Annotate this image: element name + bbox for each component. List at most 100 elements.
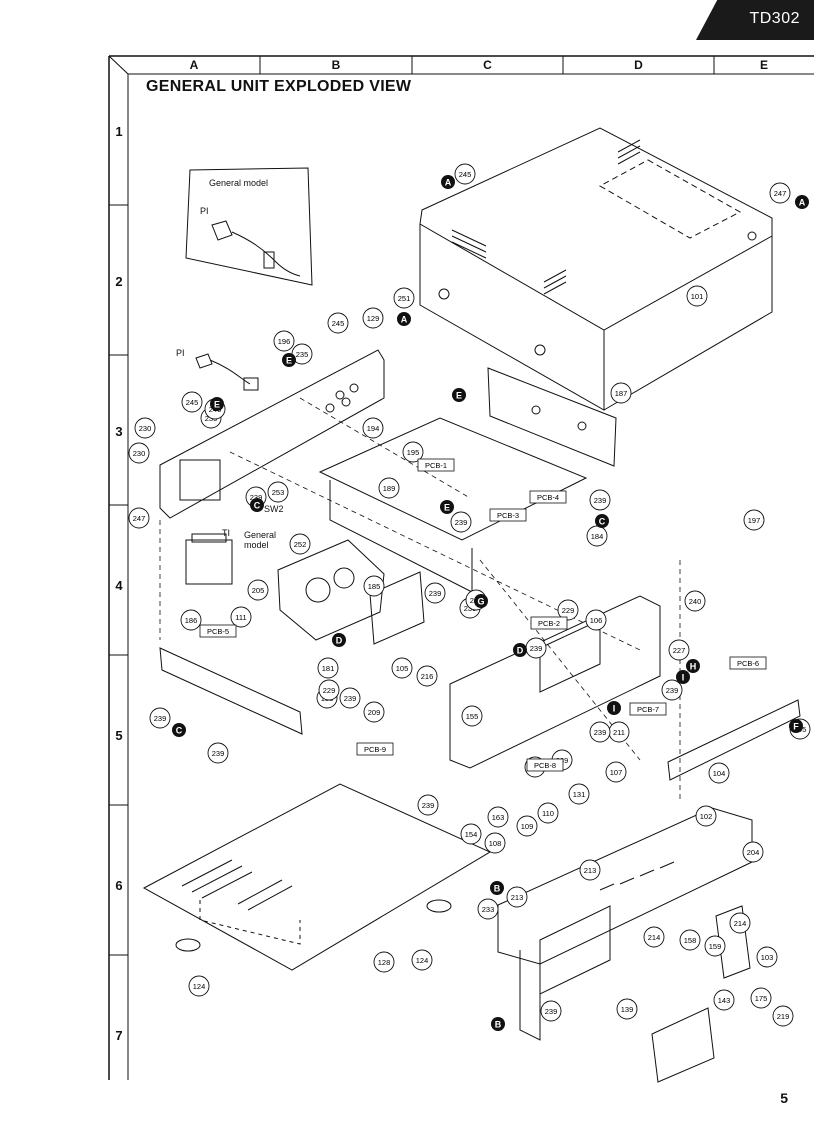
part-callout-circle <box>684 590 706 612</box>
part-callout-number: 189 <box>383 484 396 493</box>
part-callout-number: 229 <box>323 686 336 695</box>
right-panel-hole-2 <box>577 421 587 431</box>
part-callout-circle <box>477 898 499 920</box>
part-callout-number: 143 <box>718 996 731 1005</box>
rear-panel <box>159 349 385 519</box>
inset-general-model-label: General model <box>209 178 269 188</box>
part-callout-number: 227 <box>673 646 686 655</box>
power-cord-bushing <box>243 377 259 391</box>
marker-c: C <box>595 514 609 528</box>
pcb-tag-box <box>729 656 767 670</box>
column-header-b: B <box>331 58 341 72</box>
pcb-tag-text: PCB-6 <box>737 659 759 668</box>
part-callout-143: 143 <box>713 989 735 1011</box>
part-callout-circle <box>362 307 384 329</box>
part-callout-239: 239 <box>661 679 683 701</box>
marker-a: A <box>795 195 809 209</box>
part-callout-number: 158 <box>684 936 697 945</box>
marker-letter: A <box>401 315 408 325</box>
marker-circle <box>795 195 809 209</box>
part-callout-196: 196 <box>273 330 295 352</box>
front-panel-lower <box>519 950 541 1041</box>
part-callout-number: 204 <box>747 848 760 857</box>
part-callout-circle <box>750 987 772 1009</box>
part-callout-circle <box>460 823 482 845</box>
part-callout-239: 239 <box>149 707 171 729</box>
chassis-side-rail <box>329 480 473 593</box>
marker-letter: G <box>477 597 484 607</box>
marker-c: C <box>172 723 186 737</box>
part-callout-108: 108 <box>484 832 506 854</box>
part-callout-111: 111 <box>230 606 252 628</box>
inset-cord <box>231 231 301 277</box>
part-callout-circle <box>181 391 203 413</box>
marker-e: E <box>282 353 296 367</box>
part-callout-189: 189 <box>378 477 400 499</box>
part-callout-circle <box>416 665 438 687</box>
part-callout-circle <box>318 679 340 701</box>
bottom-plate-vents-2 <box>237 879 293 911</box>
part-callout-214: 214 <box>643 926 665 948</box>
marker-circle <box>490 881 504 895</box>
pcb-tag-text: PCB-9 <box>364 745 386 754</box>
part-callout-number: 128 <box>378 958 391 967</box>
marker-circle <box>595 514 609 528</box>
part-callout-205: 205 <box>247 579 269 601</box>
part-callout-101: 101 <box>686 285 708 307</box>
marker-circle <box>686 659 700 673</box>
part-callout-105: 105 <box>391 657 413 679</box>
marker-b: B <box>491 1017 505 1031</box>
part-callout-239: 239 <box>525 637 547 659</box>
part-callout-circle <box>643 926 665 948</box>
part-callout-number: 247 <box>133 514 146 523</box>
marker-letter: A <box>445 178 452 188</box>
pcb-tag-box <box>489 508 527 522</box>
part-callout-circle <box>589 721 611 743</box>
part-callout-circle <box>516 815 538 837</box>
part-callout-circle <box>616 998 638 1020</box>
marker-circle <box>332 633 346 647</box>
marker-f: F <box>789 719 803 733</box>
part-callout-number: 124 <box>416 956 429 965</box>
part-callout-number: 233 <box>482 905 495 914</box>
part-callout-circle <box>362 417 384 439</box>
part-callout-211: 211 <box>608 721 630 743</box>
top-cover-side-face <box>603 236 773 411</box>
part-callout-circle <box>230 606 252 628</box>
part-callout-circle <box>772 1005 794 1027</box>
top-cover <box>419 127 773 331</box>
part-callout-110: 110 <box>537 802 559 824</box>
marker-circle <box>474 594 488 608</box>
part-callout-159: 159 <box>704 935 726 957</box>
part-callout-175: 175 <box>750 987 772 1009</box>
part-callout-circle <box>363 701 385 723</box>
part-callout-number: 154 <box>465 830 478 839</box>
part-callout-circle <box>149 707 171 729</box>
part-callout-214: 214 <box>729 912 751 934</box>
front-panel-cassette-window <box>539 905 611 995</box>
pcb-tag-text: PCB-3 <box>497 511 519 520</box>
marker-letter: E <box>456 391 462 401</box>
column-header-e: E <box>759 58 768 72</box>
part-callout-number: 235 <box>296 350 309 359</box>
part-callout-109: 109 <box>516 815 538 837</box>
part-callout-239: 239 <box>589 489 611 511</box>
top-cover-hole-3 <box>747 231 757 241</box>
pcb-tag-pcb-4: PCB-4 <box>529 490 567 504</box>
part-callout-circle <box>713 989 735 1011</box>
marker-circle <box>441 175 455 189</box>
part-callout-239: 239 <box>424 582 446 604</box>
part-callout-number: 216 <box>421 672 434 681</box>
pcb-tag-pcb-7: PCB-7 <box>629 702 667 716</box>
part-callout-circle <box>704 935 726 957</box>
transformer-label: TI <box>222 528 230 538</box>
part-callout-154: 154 <box>460 823 482 845</box>
part-callout-229: 229 <box>557 599 579 621</box>
part-callout-106: 106 <box>585 609 607 631</box>
part-callout-209: 209 <box>363 701 385 723</box>
column-header-a: A <box>189 58 199 72</box>
part-callout-number: 159 <box>709 942 722 951</box>
part-callout-194: 194 <box>362 417 384 439</box>
part-callout-number: 213 <box>584 866 597 875</box>
part-callout-number: 196 <box>278 337 291 346</box>
